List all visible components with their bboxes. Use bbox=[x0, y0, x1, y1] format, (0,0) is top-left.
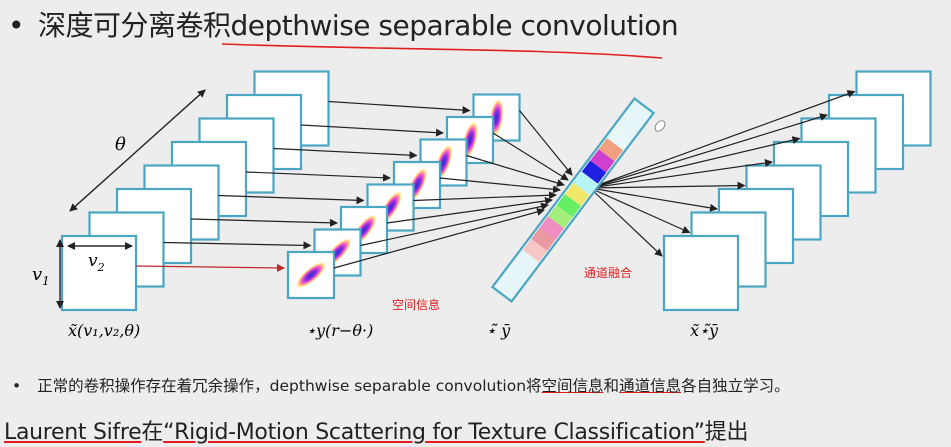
kernel-bar-arrow bbox=[492, 132, 569, 181]
note-channel: 通道融合 bbox=[584, 266, 633, 280]
credit-paper: “Rigid-Motion Scattering for Texture Cla… bbox=[163, 420, 705, 445]
channel-cell bbox=[598, 138, 624, 162]
kernel-bar-arrow bbox=[333, 208, 545, 269]
channel-cell bbox=[531, 227, 556, 251]
input-to-kernel-arrows bbox=[135, 100, 471, 272]
bar-output-arrow bbox=[589, 159, 773, 189]
credit-tail: 提出 bbox=[704, 420, 749, 445]
note-spatial: 空间信息 bbox=[392, 298, 441, 312]
title-bullet: • bbox=[8, 9, 25, 42]
title-cn: 深度可分离卷积 bbox=[38, 9, 231, 42]
kernel-bar-arrow bbox=[386, 197, 553, 224]
bar-to-output-arrows bbox=[589, 90, 856, 257]
explanation-channel: 通道信息 bbox=[619, 377, 682, 395]
channel-cell bbox=[565, 182, 590, 207]
kernel-to-bar-arrows bbox=[333, 110, 573, 269]
input-kernel-arrow bbox=[135, 263, 285, 272]
bar-output-arrow bbox=[589, 113, 828, 189]
input-kernel-arrow bbox=[328, 100, 471, 115]
input-kernel-arrow bbox=[190, 218, 338, 227]
explanation-bullet: • 正常的卷积操作存在着冗余操作，depthwise separable conv… bbox=[12, 374, 790, 396]
bar-output-arrow bbox=[589, 136, 801, 189]
bullet-dot: • bbox=[12, 377, 22, 395]
kernel-filter bbox=[295, 261, 327, 289]
kernel-bar-arrow bbox=[466, 154, 565, 187]
channel-cell bbox=[539, 216, 565, 240]
channel-cell bbox=[522, 238, 548, 262]
bar-output-arrow bbox=[589, 187, 663, 257]
v1-label: v1 bbox=[32, 264, 50, 288]
explanation-post: 各自独立学习。 bbox=[681, 377, 790, 395]
theta-label: θ bbox=[115, 134, 126, 155]
bar-cap bbox=[654, 120, 666, 132]
credit-at: 在 bbox=[141, 420, 164, 445]
input-kernel-arrow bbox=[163, 241, 312, 250]
explanation-and: 和 bbox=[603, 377, 620, 395]
kernel-bar-arrow bbox=[413, 191, 557, 202]
output-stack bbox=[662, 70, 932, 312]
label-kernel: ⋆̃ ȳ bbox=[486, 321, 511, 340]
input-stack bbox=[60, 70, 330, 312]
bar-output-arrow bbox=[589, 90, 856, 189]
credit-line: Laurent Sifre在“Rigid-Motion Scattering f… bbox=[4, 414, 748, 446]
explanation-pre: 正常的卷积操作存在着冗余操作，depthwise separable convo… bbox=[37, 377, 542, 395]
bar-output-arrow bbox=[589, 187, 718, 212]
title-underline bbox=[221, 43, 663, 59]
input-kernel-arrow bbox=[273, 147, 418, 160]
title-en: depthwise separable convolution bbox=[230, 9, 679, 42]
v2-label: v2 bbox=[88, 251, 105, 274]
input-kernel-arrow bbox=[218, 194, 365, 205]
channel-cell bbox=[590, 149, 615, 173]
output-frame bbox=[662, 234, 740, 312]
kernel-bar-arrow bbox=[439, 177, 561, 194]
slide-title: • 深度可分离卷积depthwise separable convolution bbox=[8, 4, 679, 44]
input-kernel-arrow bbox=[245, 171, 391, 182]
channel-cell bbox=[607, 126, 632, 151]
bar-output-arrow bbox=[589, 187, 691, 234]
explanation-spatial: 空间信息 bbox=[541, 377, 604, 395]
channel-cell bbox=[573, 171, 598, 195]
credit-author: Laurent Sifre bbox=[4, 420, 142, 445]
channel-cell bbox=[556, 193, 581, 218]
channel-cell bbox=[548, 205, 573, 229]
label-x-tilde: x̃(v₁,v₂,θ) bbox=[68, 321, 140, 340]
channel-cell bbox=[581, 160, 607, 184]
bar-output-arrow bbox=[589, 181, 746, 190]
kernel-bar-arrow bbox=[519, 110, 573, 176]
channel-bar bbox=[490, 96, 656, 304]
kernel-bar-arrow bbox=[360, 202, 549, 247]
label-star-y: ⋆y(r−θ·) bbox=[306, 321, 373, 340]
label-output: x̃⋆̃ȳ bbox=[690, 321, 719, 340]
theta-arrow-back bbox=[69, 89, 206, 212]
kernel-stack bbox=[286, 93, 521, 300]
input-kernel-arrow bbox=[300, 124, 444, 137]
